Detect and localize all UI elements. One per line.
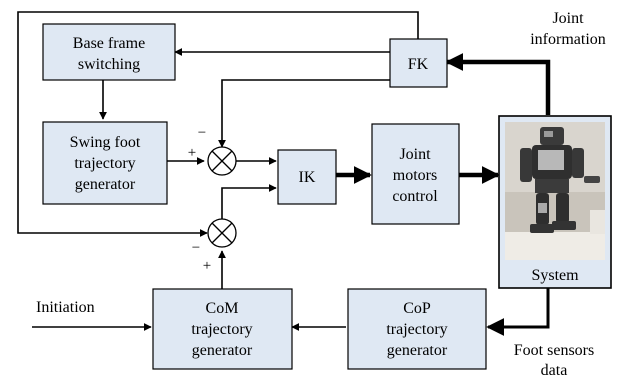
ik-label: IK (299, 169, 316, 186)
joint-information-label-line2: information (530, 31, 606, 48)
joint-motors-control-block: Joint motors control (371, 123, 460, 225)
arrow-system-to-cop (486, 288, 550, 336)
com-label-line1: CoM (206, 300, 239, 317)
sum1-minus-sign: − (198, 125, 206, 141)
joint-motors-label-line2: motors (393, 167, 437, 184)
swing-foot-label-line1: Swing foot (70, 134, 141, 151)
swing-foot-label-line3: generator (75, 176, 136, 193)
base-frame-label-line1: Base frame (73, 35, 145, 52)
fk-block: FK (389, 38, 448, 88)
com-trajectory-block: CoM trajectory generator (152, 288, 293, 370)
joint-motors-label-line3: control (392, 188, 438, 205)
summing-junction-2 (207, 218, 237, 248)
arrow-sum2-to-ik (221, 184, 277, 220)
cop-label-line1: CoP (403, 300, 431, 317)
arrow-fk-to-sum1 (218, 79, 390, 148)
summing-junction-1 (207, 146, 237, 176)
cop-label-line3: generator (387, 342, 448, 359)
system-block: System (498, 115, 612, 289)
com-label-line2: trajectory (191, 321, 252, 338)
joint-motors-label-line1: Joint (399, 146, 431, 163)
cop-trajectory-block: CoP trajectory generator (347, 288, 487, 370)
swing-foot-label-line2: trajectory (74, 155, 135, 172)
sum2-plus-sign: + (203, 258, 211, 274)
swing-foot-trajectory-block: Swing foot trajectory generator (42, 121, 168, 205)
ik-block: IK (277, 149, 337, 205)
sum2-minus-sign: − (192, 240, 200, 256)
sum1-plus-sign: + (188, 145, 196, 161)
foot-sensors-label-line1: Foot sensors (514, 342, 594, 359)
system-label: System (531, 267, 579, 284)
joint-information-label-line1: Joint (552, 10, 584, 27)
base-frame-label-line2: switching (78, 56, 140, 73)
arrow-outer-feedback-to-sum2 (17, 11, 419, 237)
com-label-line3: generator (192, 342, 253, 359)
robot-photo (505, 122, 605, 260)
arrow-system-to-fk (445, 53, 551, 115)
foot-sensors-label-line2: data (541, 362, 568, 379)
fk-label: FK (408, 56, 429, 73)
cop-label-line2: trajectory (386, 321, 447, 338)
base-frame-switching-block: Base frame switching (42, 23, 176, 81)
initiation-label: Initiation (36, 299, 95, 316)
